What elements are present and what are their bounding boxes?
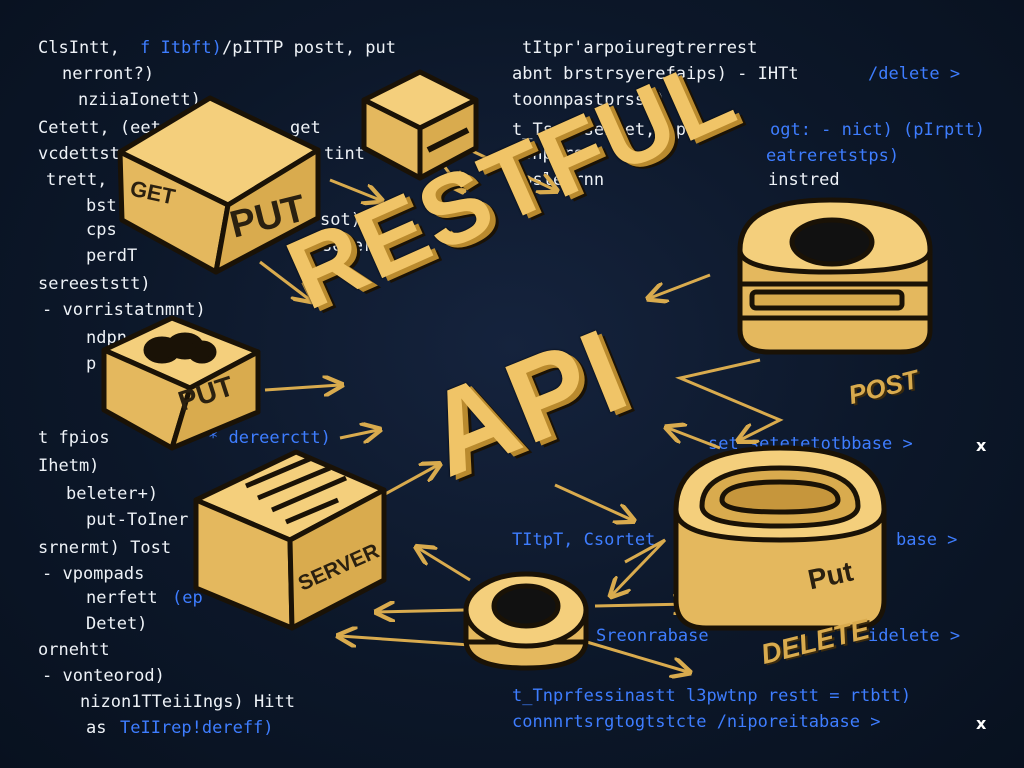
code-line: perdT bbox=[86, 246, 138, 266]
code-line: sot) bbox=[320, 210, 361, 230]
code-line-blue: eatreretstps) bbox=[766, 146, 900, 166]
code-line: as bbox=[86, 718, 107, 738]
flow-arrows bbox=[259, 148, 784, 672]
code-line: - vpompads bbox=[42, 564, 145, 584]
code-line-blue: TItpT, Csortet bbox=[512, 530, 656, 550]
code-line: t fpios bbox=[38, 428, 110, 448]
code-line: nizon1TTeiiIngs) Hitt bbox=[80, 692, 295, 712]
arrow bbox=[554, 483, 632, 520]
server-box bbox=[193, 449, 387, 631]
arrow bbox=[469, 148, 555, 190]
code-line: beleter+) bbox=[66, 484, 159, 504]
code-line: abnt brstrsyerefaips) - IHTt bbox=[512, 64, 799, 84]
arrow bbox=[418, 548, 471, 582]
code-line-blue: t_Tnprfessinastt l3pwtnp restt = rtbtt) bbox=[512, 686, 912, 706]
code-line: p bbox=[86, 354, 97, 374]
arrow bbox=[329, 178, 380, 200]
code-line: put-ToIner bbox=[86, 510, 189, 530]
code-line: ClsIntt, bbox=[38, 38, 120, 58]
arrow bbox=[377, 465, 438, 500]
arrow bbox=[579, 638, 688, 672]
arrow bbox=[259, 260, 310, 300]
arrow bbox=[675, 358, 784, 440]
code-line-blue: Sreonrabase bbox=[596, 626, 709, 646]
close-icon[interactable]: x bbox=[976, 714, 987, 733]
code-line: Shporst bbox=[522, 144, 594, 164]
code-line: nerront?) bbox=[62, 64, 155, 84]
arrow bbox=[668, 428, 721, 450]
code-line-blue: (ep bbox=[172, 588, 203, 608]
code-line: toonnpastprsst) bbox=[512, 90, 666, 110]
code-line: - vorristatnmnt) bbox=[42, 300, 206, 320]
code-line: srnermt) Tost bbox=[38, 538, 172, 558]
code-line: serer bbox=[322, 236, 374, 256]
code-line-blue: ogt: - nict) (pIrptt) bbox=[770, 120, 985, 140]
arrow bbox=[339, 430, 378, 438]
endpoint-box bbox=[361, 69, 479, 181]
code-line: nziiaIonett) bbox=[78, 90, 201, 110]
code-line-blue: TeIIrep!dereff) bbox=[120, 718, 274, 738]
arrow bbox=[650, 273, 711, 298]
code-line: instred bbox=[768, 170, 840, 190]
code-line: Detet) bbox=[86, 614, 148, 634]
code-line: bst bbox=[86, 196, 117, 216]
code-line: t_Tsorlsenret,Tnp sr bbox=[512, 120, 717, 140]
code-line: tItpr'arpoiuregtrerrest bbox=[522, 38, 758, 58]
code-line: nerfett bbox=[86, 588, 158, 608]
close-icon[interactable]: x bbox=[976, 436, 987, 455]
code-line: tint bbox=[324, 144, 365, 164]
database-stack bbox=[737, 197, 933, 355]
code-line: - vonteorod) bbox=[42, 666, 165, 686]
database-bucket bbox=[673, 445, 887, 631]
code-line-blue: * dereerctt) bbox=[208, 428, 331, 448]
code-line: /pITTP postt, put bbox=[222, 38, 396, 58]
arrow bbox=[340, 636, 471, 645]
code-line: cps bbox=[86, 220, 117, 240]
put-box bbox=[101, 315, 261, 451]
code-line-blue: base > bbox=[896, 530, 958, 550]
code-line: get bbox=[290, 118, 321, 138]
code-line: Ihetm) bbox=[38, 456, 100, 476]
code-line-blue: f Itbft) bbox=[140, 38, 222, 58]
code-line: ornehtt bbox=[38, 640, 110, 660]
code-line-blue: /delete > bbox=[868, 64, 961, 84]
arrow bbox=[378, 610, 466, 612]
arrow bbox=[264, 385, 340, 390]
code-line: sereeststt) bbox=[38, 274, 151, 294]
endpoint-cylinder bbox=[463, 571, 589, 671]
arrow bbox=[612, 538, 667, 595]
code-line-blue: connnrtsrgtogtstcte /niporeitabase > bbox=[512, 712, 881, 732]
get-put-box bbox=[117, 95, 321, 275]
code-line: vcdettst bbox=[38, 144, 120, 164]
code-line-blue: idelete > bbox=[868, 626, 961, 646]
